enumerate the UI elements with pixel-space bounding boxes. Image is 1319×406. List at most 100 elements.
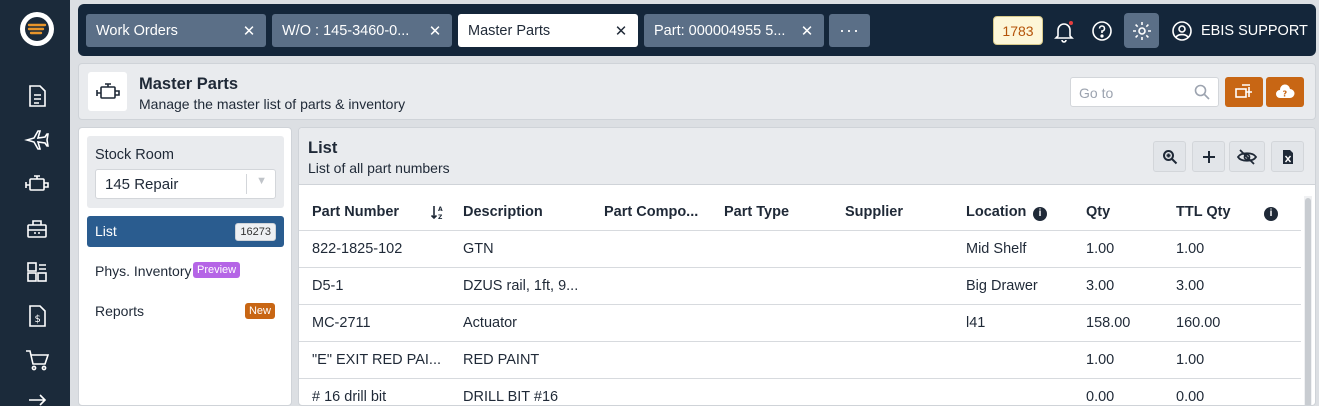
column-header-ttl-qty[interactable]: TTL Qty (1176, 204, 1231, 220)
cloud-help-icon: ? (1276, 84, 1295, 99)
svg-text:?: ? (1283, 90, 1288, 99)
table-row[interactable]: "E" EXIT RED PAI... RED PAINT 1.00 1.00 (299, 341, 1301, 378)
cell-qty: 158.00 (1086, 315, 1131, 331)
count-badge[interactable]: 1783 (993, 16, 1043, 45)
user-menu[interactable]: EBIS SUPPORT (1171, 16, 1308, 46)
inventory-icon[interactable] (23, 258, 51, 286)
cloud-help-button[interactable]: ? (1266, 77, 1304, 107)
tab-label: Master Parts (468, 22, 551, 39)
zoom-search-icon (1162, 149, 1177, 164)
list-title: List (308, 139, 338, 157)
cell-qty: 1.00 (1086, 241, 1115, 257)
goto-input[interactable]: Go to (1070, 77, 1219, 107)
cell-ttl-qty: 1.00 (1176, 352, 1205, 368)
cell-qty: 1.00 (1086, 352, 1115, 368)
cell-qty: 0.00 (1086, 389, 1115, 405)
close-icon[interactable]: ✕ (614, 22, 628, 40)
cell-part-number: "E" EXIT RED PAI... (312, 352, 442, 368)
document-icon[interactable] (23, 82, 51, 110)
column-header-qty[interactable]: Qty (1086, 204, 1111, 220)
eye-slash-icon (1237, 148, 1257, 165)
more-tabs-button[interactable]: ··· (829, 14, 870, 47)
svg-text:$: $ (35, 314, 41, 325)
goto-placeholder: Go to (1079, 85, 1114, 101)
scrollbar-thumb[interactable] (1305, 198, 1311, 405)
tab-master-parts[interactable]: Master Parts ✕ (458, 14, 638, 47)
help-icon[interactable] (1087, 16, 1117, 46)
page-subtitle: Manage the master list of parts & invent… (139, 96, 406, 112)
cell-ttl-qty: 1.00 (1176, 241, 1205, 257)
parts-list-panel: List List of all part numbers Part Numbe… (298, 127, 1316, 406)
close-icon[interactable]: ✕ (428, 22, 442, 40)
column-header-part-component[interactable]: Part Compo... (604, 204, 699, 220)
table-row[interactable]: 822-1825-102 GTN Mid Shelf 1.00 1.00 (299, 230, 1301, 267)
app-logo[interactable] (20, 12, 54, 46)
stock-room-label: Stock Room (95, 147, 174, 163)
tab-work-orders[interactable]: Work Orders ✕ (86, 14, 266, 47)
user-icon (1172, 21, 1192, 41)
nav-label: Phys. Inventory (95, 263, 192, 279)
column-header-description[interactable]: Description (463, 204, 543, 220)
close-icon[interactable]: ✕ (242, 22, 256, 40)
cell-part-number: MC-2711 (312, 315, 371, 331)
preview-badge: Preview (193, 262, 241, 278)
expand-arrow-icon[interactable] (23, 386, 51, 406)
svg-text:A: A (438, 206, 443, 213)
list-subtitle: List of all part numbers (308, 160, 450, 176)
nav-item-list[interactable]: List 16273 (87, 216, 284, 247)
cell-description: DRILL BIT #16 (463, 389, 559, 405)
zoom-search-button[interactable] (1153, 141, 1186, 172)
tab-label: W/O : 145-3460-0... (282, 22, 410, 39)
airplane-icon[interactable] (23, 126, 51, 154)
tab-work-order-detail[interactable]: W/O : 145-3460-0... ✕ (272, 14, 452, 47)
select-divider (246, 174, 247, 194)
cell-ttl-qty: 0.00 (1176, 389, 1205, 405)
plus-icon (1202, 150, 1215, 163)
cell-qty: 3.00 (1086, 278, 1115, 294)
cell-description: Actuator (463, 315, 517, 331)
list-count-badge: 16273 (235, 223, 276, 241)
table-row[interactable]: # 16 drill bit DRILL BIT #16 0.00 0.00 (299, 378, 1301, 405)
close-icon[interactable]: ✕ (800, 22, 814, 40)
top-bar: Work Orders ✕ W/O : 145-3460-0... ✕ Mast… (78, 4, 1316, 56)
app-sidebar: $ (0, 0, 70, 406)
tab-label: Part: 000004955 5... (654, 22, 786, 39)
invoice-icon[interactable]: $ (23, 302, 51, 330)
nav-item-reports[interactable]: Reports New (87, 296, 284, 327)
add-button[interactable] (1192, 141, 1225, 172)
stock-room-value: 145 Repair (105, 176, 179, 193)
location-info-icon[interactable]: i (1033, 204, 1047, 221)
import-icon (1235, 84, 1252, 98)
cell-description: DZUS rail, 1ft, 9... (463, 278, 579, 294)
table-row[interactable]: MC-2711 Actuator l41 158.00 160.00 (299, 304, 1301, 341)
nav-label: List (95, 223, 117, 239)
hide-columns-button[interactable] (1229, 141, 1265, 172)
column-header-location[interactable]: Location (966, 204, 1027, 220)
cart-icon[interactable] (23, 346, 51, 374)
tab-part-detail[interactable]: Part: 000004955 5... ✕ (644, 14, 824, 47)
cell-part-number: D5-1 (312, 278, 344, 294)
column-header-supplier[interactable]: Supplier (845, 204, 904, 220)
cell-part-number: 822-1825-102 (312, 241, 403, 257)
export-excel-button[interactable] (1271, 141, 1304, 172)
page-title: Master Parts (139, 75, 239, 93)
stock-room-panel: Stock Room 145 Repair ▼ List 16273 Phys.… (78, 127, 292, 406)
bell-icon[interactable] (1049, 16, 1079, 46)
settings-button[interactable] (1124, 13, 1159, 48)
column-header-part-type[interactable]: Part Type (724, 204, 790, 220)
table-row[interactable]: D5-1 DZUS rail, 1ft, 9... Big Drawer 3.0… (299, 267, 1301, 304)
tab-label: Work Orders (96, 22, 178, 39)
cell-location: Mid Shelf (966, 241, 1027, 257)
import-button[interactable] (1225, 77, 1263, 107)
column-header-part-number[interactable]: Part Number (312, 204, 400, 220)
stock-room-select[interactable]: 145 Repair ▼ (95, 169, 276, 199)
nav-item-phys-inventory[interactable]: Phys. Inventory Preview (87, 256, 284, 287)
user-name: EBIS SUPPORT (1201, 23, 1308, 39)
engine-icon[interactable] (23, 170, 51, 198)
cell-location: Big Drawer (966, 278, 1038, 294)
cell-ttl-qty: 160.00 (1176, 315, 1221, 331)
chevron-down-icon[interactable]: ▼ (256, 175, 267, 187)
parts-box-icon[interactable] (23, 214, 51, 242)
ttl-qty-info-icon[interactable]: i (1264, 204, 1278, 221)
